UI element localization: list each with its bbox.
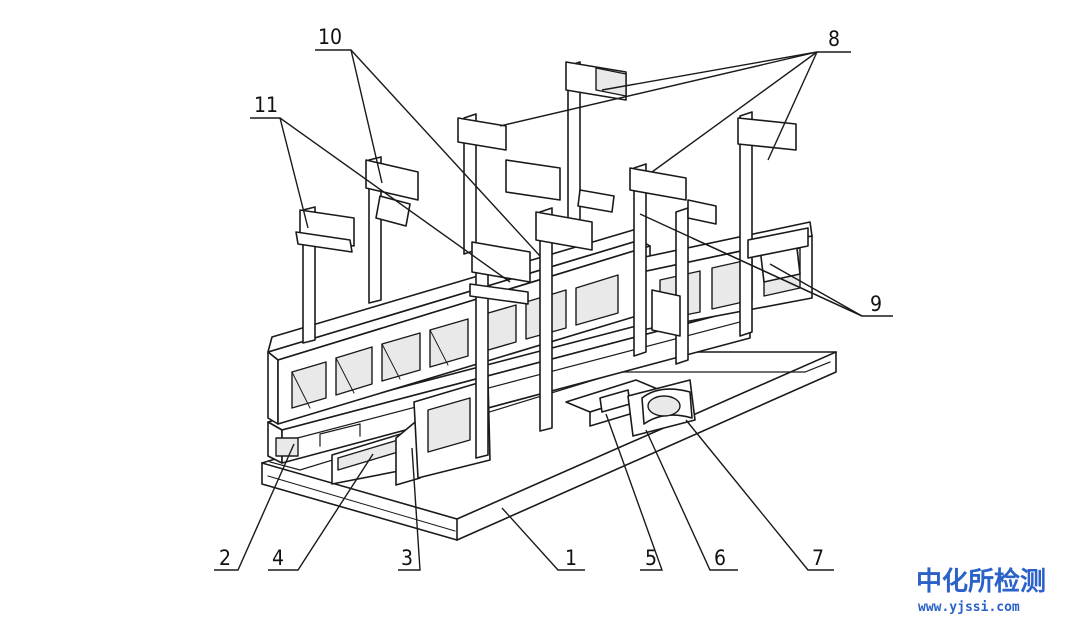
callout-9: 9 xyxy=(870,292,882,316)
drive-unit xyxy=(565,379,696,437)
callout-7: 7 xyxy=(812,546,824,570)
callout-labels: 8 9 10 11 2 4 3 1 5 6 7 xyxy=(219,25,882,570)
clamp-heads xyxy=(295,61,809,337)
callout-8: 8 xyxy=(828,27,840,51)
callout-10: 10 xyxy=(318,25,342,49)
callout-2: 2 xyxy=(219,546,231,570)
callout-4: 4 xyxy=(272,546,284,570)
watermark-title: 中化所检测 xyxy=(916,566,1046,597)
end-support-block xyxy=(331,379,491,486)
callout-6: 6 xyxy=(714,546,726,570)
lower-frame-beam xyxy=(267,299,751,464)
callout-3: 3 xyxy=(401,546,413,570)
watermark-url: www.yjssi.com xyxy=(918,600,1020,615)
callout-5: 5 xyxy=(645,546,657,570)
callout-1: 1 xyxy=(565,546,577,570)
watermark-logo: 中化所检测 www.yjssi.com xyxy=(916,566,1046,615)
callout-11: 11 xyxy=(254,93,278,117)
leader-lines xyxy=(214,49,893,571)
